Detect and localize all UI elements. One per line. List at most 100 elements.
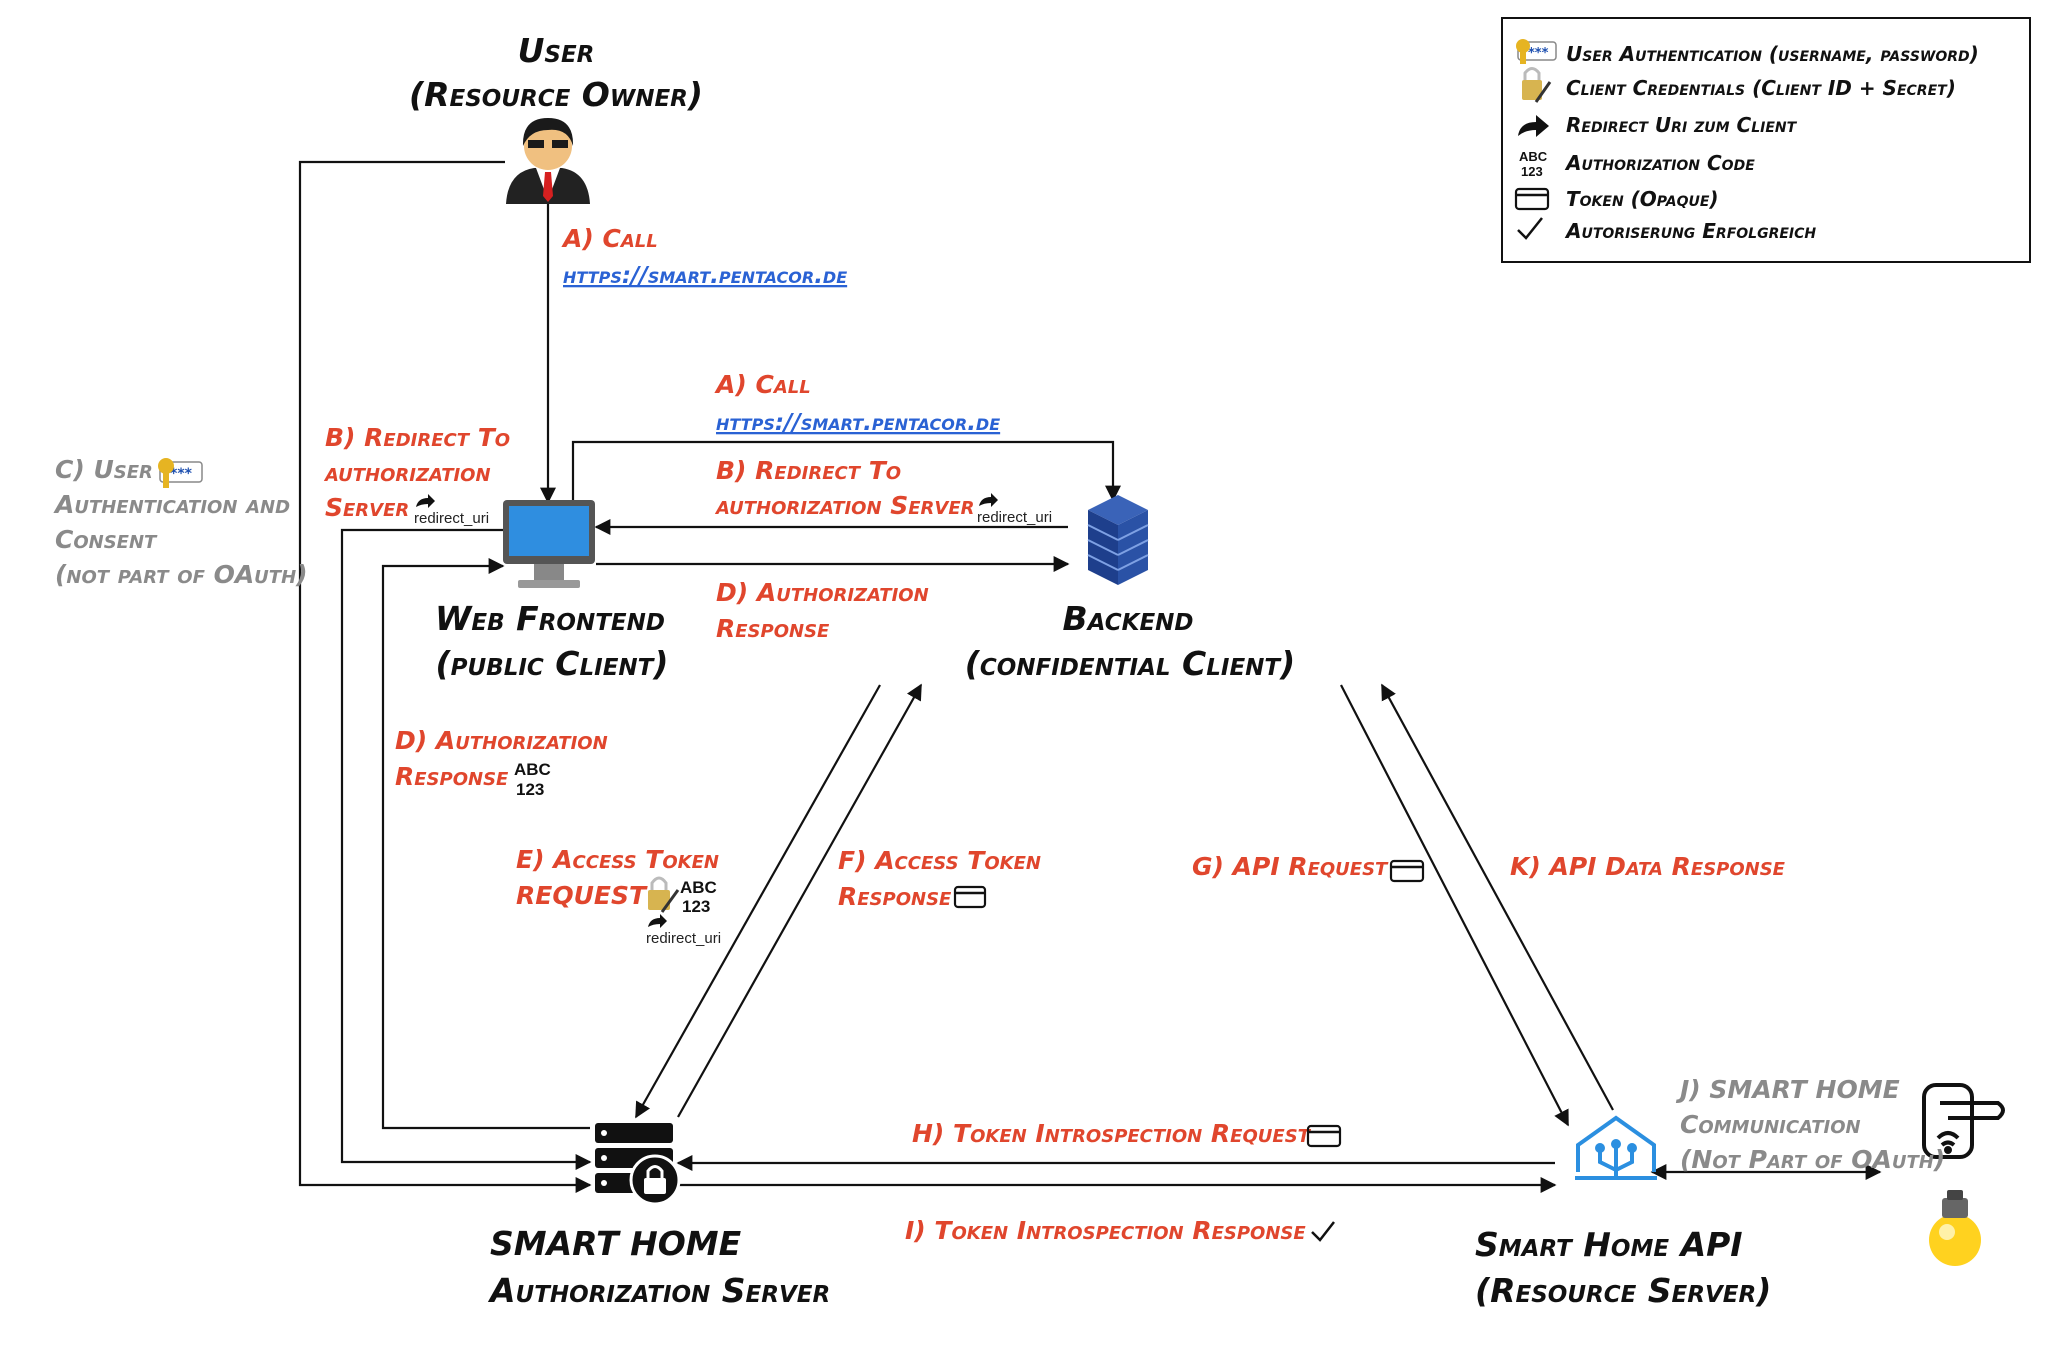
legend-item-redirect-uri: Redirect Uri zum Client	[1518, 113, 1798, 137]
arrow-b-frontend-to-authserver	[340, 528, 592, 1170]
svg-text:***: ***	[1528, 46, 1549, 61]
legend: *** User Authentication (username, passw…	[1501, 17, 2031, 263]
label-b-redirect-backend: B) Redirect To authorization Server redi…	[714, 456, 1052, 526]
svg-text:Response: Response	[395, 762, 509, 791]
label-g-api-request: G) API Request	[1192, 852, 1425, 883]
arrow-f-authserver-to-backend	[677, 683, 922, 1118]
label-e-access-token-request: E) Access Token REQUEST ABC 123 redirect…	[516, 845, 721, 947]
token-card-icon	[953, 885, 987, 909]
label-j-smart-home-communication: J) SMART HOME Communication (Not Part of…	[1675, 1075, 1945, 1174]
svg-text:Communication: Communication	[1680, 1110, 1861, 1139]
label-a-call-top: A) Call https://smart.pentacor.de	[561, 224, 847, 289]
key-card-icon: ***	[158, 458, 203, 488]
link-smart-pentacor-backend[interactable]: https://smart.pentacor.de	[716, 410, 1000, 436]
lock-pen-icon	[648, 876, 680, 913]
smart-home-api-icon	[1575, 1115, 1657, 1180]
connectors	[298, 160, 1882, 1193]
arrow-a-frontend-to-backend	[571, 440, 1121, 502]
server-lock-icon	[595, 1123, 681, 1206]
svg-text:redirect_uri: redirect_uri	[414, 510, 489, 527]
svg-text:ABC: ABC	[680, 878, 717, 897]
legend-item-authorization-success: Autoriserung Erfolgreich	[1517, 217, 1816, 243]
label-k-api-data-response: K) API Data Response	[1510, 852, 1786, 881]
authorization-server-subtitle: Authorization Server	[487, 1271, 830, 1310]
label-d-authorization-response-left: D) Authorization Response ABC 123	[395, 726, 608, 799]
label-c-user-authentication: C) User *** Authentication and Consent (…	[53, 455, 308, 589]
web-frontend-title: Web Frontend	[435, 599, 665, 638]
svg-text:redirect_uri: redirect_uri	[646, 930, 721, 947]
legend-item-user-authentication: *** User Authentication (username, passw…	[1516, 39, 1979, 66]
redirect-arrow-icon	[648, 914, 667, 928]
web-frontend-subtitle: (public Client)	[436, 644, 669, 683]
svg-text:***: ***	[170, 466, 193, 482]
svg-text:F) Access Token: F) Access Token	[838, 846, 1041, 875]
label-d-authorization-response-right: D) Authorization Response	[716, 578, 929, 643]
svg-text:B) Redirect To: B) Redirect To	[325, 423, 510, 452]
svg-text:123: 123	[516, 780, 544, 799]
arrow-c-user-to-authserver	[298, 160, 592, 1193]
svg-text:Consent: Consent	[55, 525, 158, 554]
svg-text:Token (Opaque): Token (Opaque)	[1566, 187, 1719, 211]
label-h-token-introspection-request: H) Token Introspection Request	[912, 1119, 1342, 1148]
svg-text:I) Token Introspection Respons: I) Token Introspection Response	[905, 1216, 1306, 1245]
svg-text:REQUEST: REQUEST	[516, 881, 648, 910]
resource-server-title: Smart Home API	[1475, 1225, 1743, 1264]
svg-text:C) User: C) User	[55, 455, 153, 484]
abc-123-icon: ABC 123	[514, 760, 551, 799]
monitor-icon	[503, 500, 595, 588]
svg-text:authorization Server: authorization Server	[714, 491, 975, 520]
svg-text:User Authentication (username,: User Authentication (username, password)	[1566, 42, 1979, 66]
redirect-arrow-icon	[416, 494, 435, 508]
legend-box	[1501, 17, 2031, 263]
svg-text:Response: Response	[838, 882, 952, 911]
arrow-k-resource-to-backend	[1381, 683, 1614, 1111]
svg-text:Response: Response	[716, 614, 830, 643]
svg-text:J) SMART HOME: J) SMART HOME	[1675, 1075, 1900, 1104]
svg-text:123: 123	[1521, 164, 1543, 179]
checkmark-icon	[1311, 1221, 1335, 1242]
redirect-arrow-icon	[979, 493, 998, 507]
token-card-icon	[1389, 859, 1425, 883]
legend-item-token: Token (Opaque)	[1514, 187, 1719, 211]
svg-text:Server: Server	[325, 493, 409, 522]
authorization-server-title: SMART HOME	[490, 1224, 742, 1263]
svg-text:A) Call: A) Call	[561, 224, 658, 253]
server-stack-icon	[1087, 495, 1149, 585]
svg-text:123: 123	[682, 897, 710, 916]
legend-item-client-credentials: Client Credentials (Client ID + Secret)	[1522, 67, 1956, 103]
svg-text:K) API Data Response: K) API Data Response	[1510, 852, 1786, 881]
token-card-icon	[1514, 187, 1550, 211]
svg-text:Authentication and: Authentication and	[53, 490, 290, 519]
svg-text:G) API Request: G) API Request	[1192, 852, 1389, 881]
svg-text:ABC: ABC	[514, 760, 551, 779]
node-backend: Backend (confidential Client)	[965, 495, 1295, 683]
devices	[1922, 1083, 2005, 1266]
svg-text:authorization: authorization	[323, 458, 491, 487]
lock-pen-icon	[1522, 67, 1552, 103]
node-resource-server: Smart Home API (Resource Server)	[1475, 1115, 1771, 1310]
light-bulb-icon	[1929, 1190, 1981, 1266]
svg-text:D) Authorization: D) Authorization	[716, 578, 929, 607]
node-web-frontend: Web Frontend (public Client)	[435, 500, 668, 683]
label-i-token-introspection-response: I) Token Introspection Response	[905, 1216, 1335, 1245]
arrow-e-backend-to-authserver	[635, 684, 881, 1119]
key-card-icon: ***	[1516, 39, 1557, 64]
svg-text:D) Authorization: D) Authorization	[395, 726, 608, 755]
abc-123-icon: ABC 123	[680, 878, 717, 916]
backend-subtitle: (confidential Client)	[965, 644, 1295, 683]
token-card-icon	[1306, 1124, 1342, 1148]
redirect-arrow-icon	[1518, 115, 1549, 137]
arrow-d-authserver-to-frontend	[381, 558, 590, 1130]
link-smart-pentacor-top[interactable]: https://smart.pentacor.de	[563, 263, 847, 289]
backend-title: Backend	[1063, 599, 1194, 638]
node-authorization-server: SMART HOME Authorization Server	[487, 1123, 830, 1310]
svg-text:redirect_uri: redirect_uri	[977, 509, 1052, 526]
svg-text:ABC: ABC	[1519, 149, 1548, 164]
resource-server-subtitle: (Resource Server)	[1475, 1271, 1771, 1310]
node-user: User (Resource Owner)	[409, 31, 703, 204]
svg-text:Client Credentials (Client ID: Client Credentials (Client ID + Secret)	[1566, 76, 1956, 100]
checkmark-icon	[1517, 217, 1543, 240]
svg-text:E) Access Token: E) Access Token	[516, 845, 719, 874]
user-subtitle: (Resource Owner)	[409, 75, 703, 114]
